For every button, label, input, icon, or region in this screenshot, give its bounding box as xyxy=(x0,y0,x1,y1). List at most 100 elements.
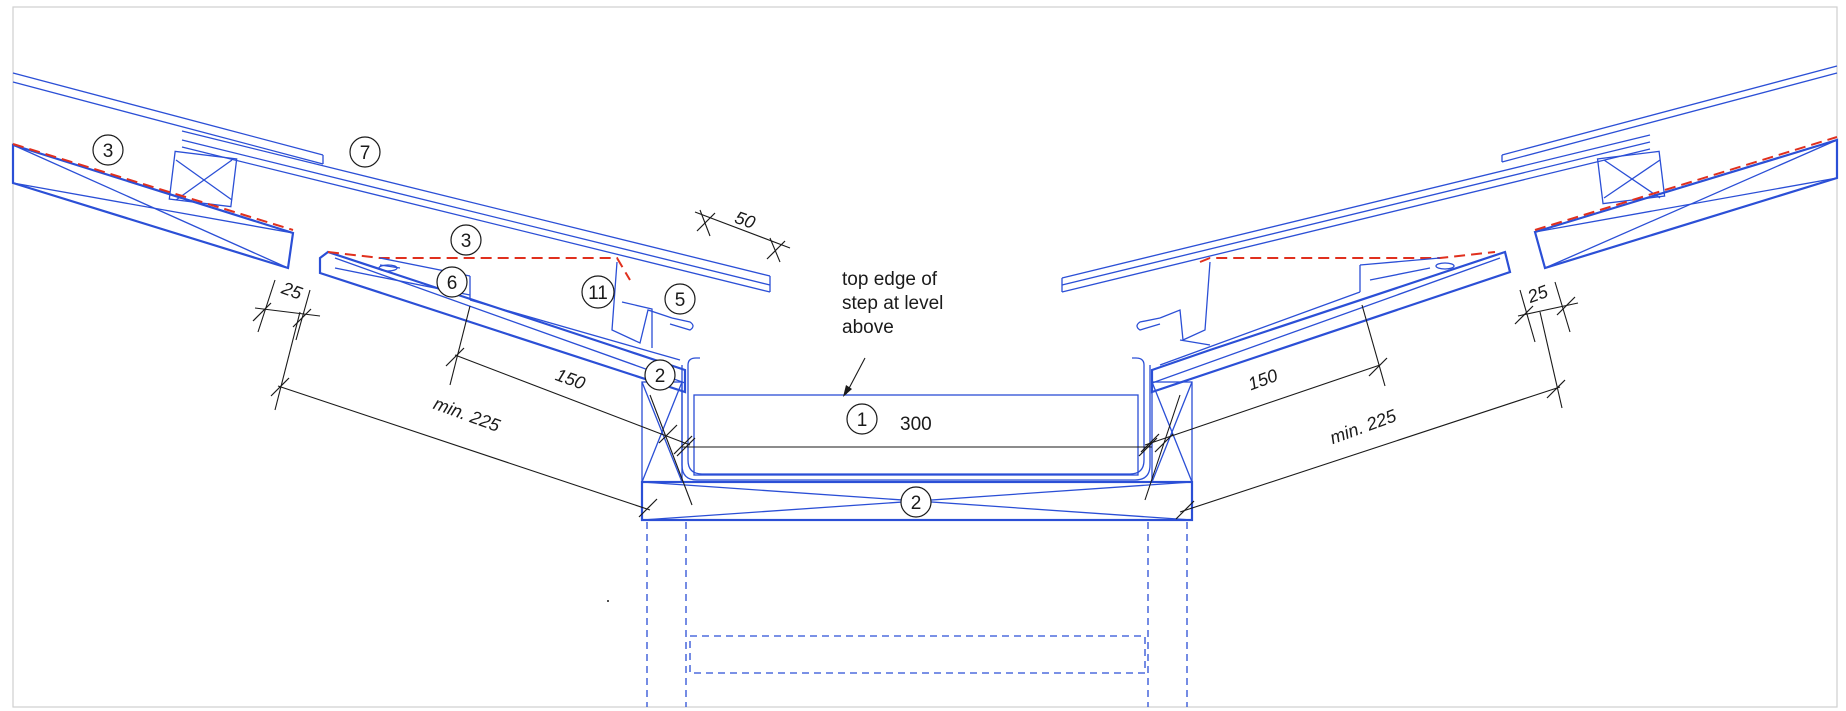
step-edge-box xyxy=(693,394,1139,476)
dimension-tick-14 xyxy=(1514,305,1534,325)
right-upper-sheet-b xyxy=(1501,72,1838,163)
dim-left-lap-ext xyxy=(274,311,301,411)
dim-right-clearance-ext-b xyxy=(1554,281,1571,333)
left-upper-sheet-b xyxy=(12,81,324,165)
note-line-1: top edge of xyxy=(842,269,938,290)
right-lower-membrane xyxy=(1199,251,1496,263)
dim-left-clearance-ext-a xyxy=(257,279,276,333)
callout-2-lower-text: 2 xyxy=(911,493,922,514)
right-post-cross-b xyxy=(1151,381,1193,483)
dimension-tick-2 xyxy=(252,302,272,322)
dimension-lines xyxy=(254,209,1579,513)
note-line-3: above xyxy=(842,317,894,338)
right-batten-cross-b xyxy=(1603,159,1661,199)
dim-left-upstand-ext xyxy=(449,305,471,386)
dim-left-upstand-label: 150 xyxy=(553,365,588,394)
right-lower-insulation xyxy=(1150,250,1512,394)
callout-5: 5 xyxy=(664,283,696,315)
right-bracket-lip xyxy=(1136,317,1161,331)
callout-3-left-circle xyxy=(92,134,124,166)
dim-left-lap-line xyxy=(277,385,651,511)
dim-left-clearance-label: 25 xyxy=(278,278,306,304)
dimension-tick-9 xyxy=(1138,437,1158,457)
left-upper-membrane xyxy=(12,143,294,231)
dim-gap-width-label: 300 xyxy=(900,414,932,435)
dim-left-lap-label: min. 225 xyxy=(431,393,504,436)
dimension-tick-8 xyxy=(676,437,696,457)
left-bracket-lip xyxy=(669,317,694,331)
callout-3-centre-text: 3 xyxy=(461,231,472,252)
left-batten-cross-b xyxy=(175,159,233,201)
right-upper-insulation-diag-b xyxy=(1534,177,1838,233)
left-overlap-sheet-a xyxy=(181,130,771,277)
left-upper-insulation-diag-b xyxy=(12,182,294,234)
left-lower-insulation-line xyxy=(334,257,686,384)
dimension-tick-11 xyxy=(1368,357,1388,377)
callout-5-circle xyxy=(664,283,696,315)
left-bracket xyxy=(611,261,673,344)
callout-2-upper-text: 2 xyxy=(655,366,666,387)
dimension-tick-4 xyxy=(445,347,465,367)
callout-11-circle xyxy=(581,275,615,309)
gutter-lining-inner xyxy=(687,365,1145,475)
dim-right-post-line xyxy=(1144,394,1181,501)
dimension-tick-16 xyxy=(658,424,678,444)
dimension-tick-0 xyxy=(696,212,716,232)
note-line-2: step at level xyxy=(842,293,943,314)
callout-7-text: 7 xyxy=(360,143,371,164)
left-roof-assembly xyxy=(11,72,771,394)
callout-6-circle xyxy=(436,266,468,298)
dimension-tick-1 xyxy=(766,240,786,260)
right-upper-membrane xyxy=(1534,136,1838,231)
callout-5-text: 5 xyxy=(675,290,686,311)
callout-2-lower: 2 xyxy=(900,486,932,518)
centre-gutter-assembly xyxy=(640,357,1194,707)
left-bracket-leg xyxy=(621,301,653,348)
dim-right-clearance-line xyxy=(1517,302,1579,317)
right-bracket xyxy=(1159,261,1211,341)
dim-right-lap-line xyxy=(1179,386,1561,513)
dim-right-upstand-ext xyxy=(1361,304,1386,387)
dimension-tick-12 xyxy=(1175,500,1195,520)
callout-7-circle xyxy=(349,136,381,168)
left-clip-end xyxy=(378,264,398,272)
dim-left-clearance-ext-b xyxy=(295,289,311,341)
right-overlap-sheet-a xyxy=(1061,134,1651,279)
right-roof-assembly xyxy=(1061,65,1839,394)
callout-7: 7 xyxy=(349,136,381,168)
right-overlap-sheet-b xyxy=(1061,141,1651,286)
callout-2-lower-circle xyxy=(900,486,932,518)
callout-6: 6 xyxy=(436,266,468,298)
callout-3-left-text: 3 xyxy=(103,141,114,162)
gutter-lining-outer xyxy=(681,365,1151,481)
dim-right-lap-label: min. 225 xyxy=(1327,405,1400,448)
callout-11-text: 11 xyxy=(588,283,608,304)
right-upper-sheet-a xyxy=(1501,65,1838,156)
left-lower-membrane xyxy=(327,251,631,281)
dim-right-upstand-line xyxy=(1144,364,1381,446)
right-rafter-diag xyxy=(1369,267,1431,281)
callout-3-centre-circle xyxy=(450,224,482,256)
left-lower-insulation xyxy=(318,250,687,394)
gutter-lining-right-top xyxy=(1132,357,1145,366)
left-post-cross-b xyxy=(641,381,683,483)
dimension-tick-6 xyxy=(270,377,290,397)
left-overlap-sheet-c xyxy=(181,146,771,293)
right-overlap-sheet-c xyxy=(1061,148,1651,293)
dimension-tick-5 xyxy=(673,435,693,455)
bottom-beam xyxy=(640,480,1194,522)
left-overlap-sheet-b xyxy=(181,139,771,286)
dim-right-clearance-ext-a xyxy=(1519,289,1536,343)
dimension-tick-13 xyxy=(1546,379,1566,399)
dim-overlap-label: 50 xyxy=(732,207,758,233)
dim-right-clearance-label: 25 xyxy=(1524,281,1552,307)
callout-1-circle xyxy=(846,403,878,435)
callout-3-centre: 3 xyxy=(450,224,482,256)
callout-6-text: 6 xyxy=(447,273,458,294)
dim-overlap-ext-b xyxy=(769,237,781,263)
dim-left-post-line xyxy=(649,394,693,506)
callout-1-text: 1 xyxy=(857,410,868,431)
dim-right-upstand-label: 150 xyxy=(1245,365,1280,394)
left-rafter-c xyxy=(469,299,681,361)
